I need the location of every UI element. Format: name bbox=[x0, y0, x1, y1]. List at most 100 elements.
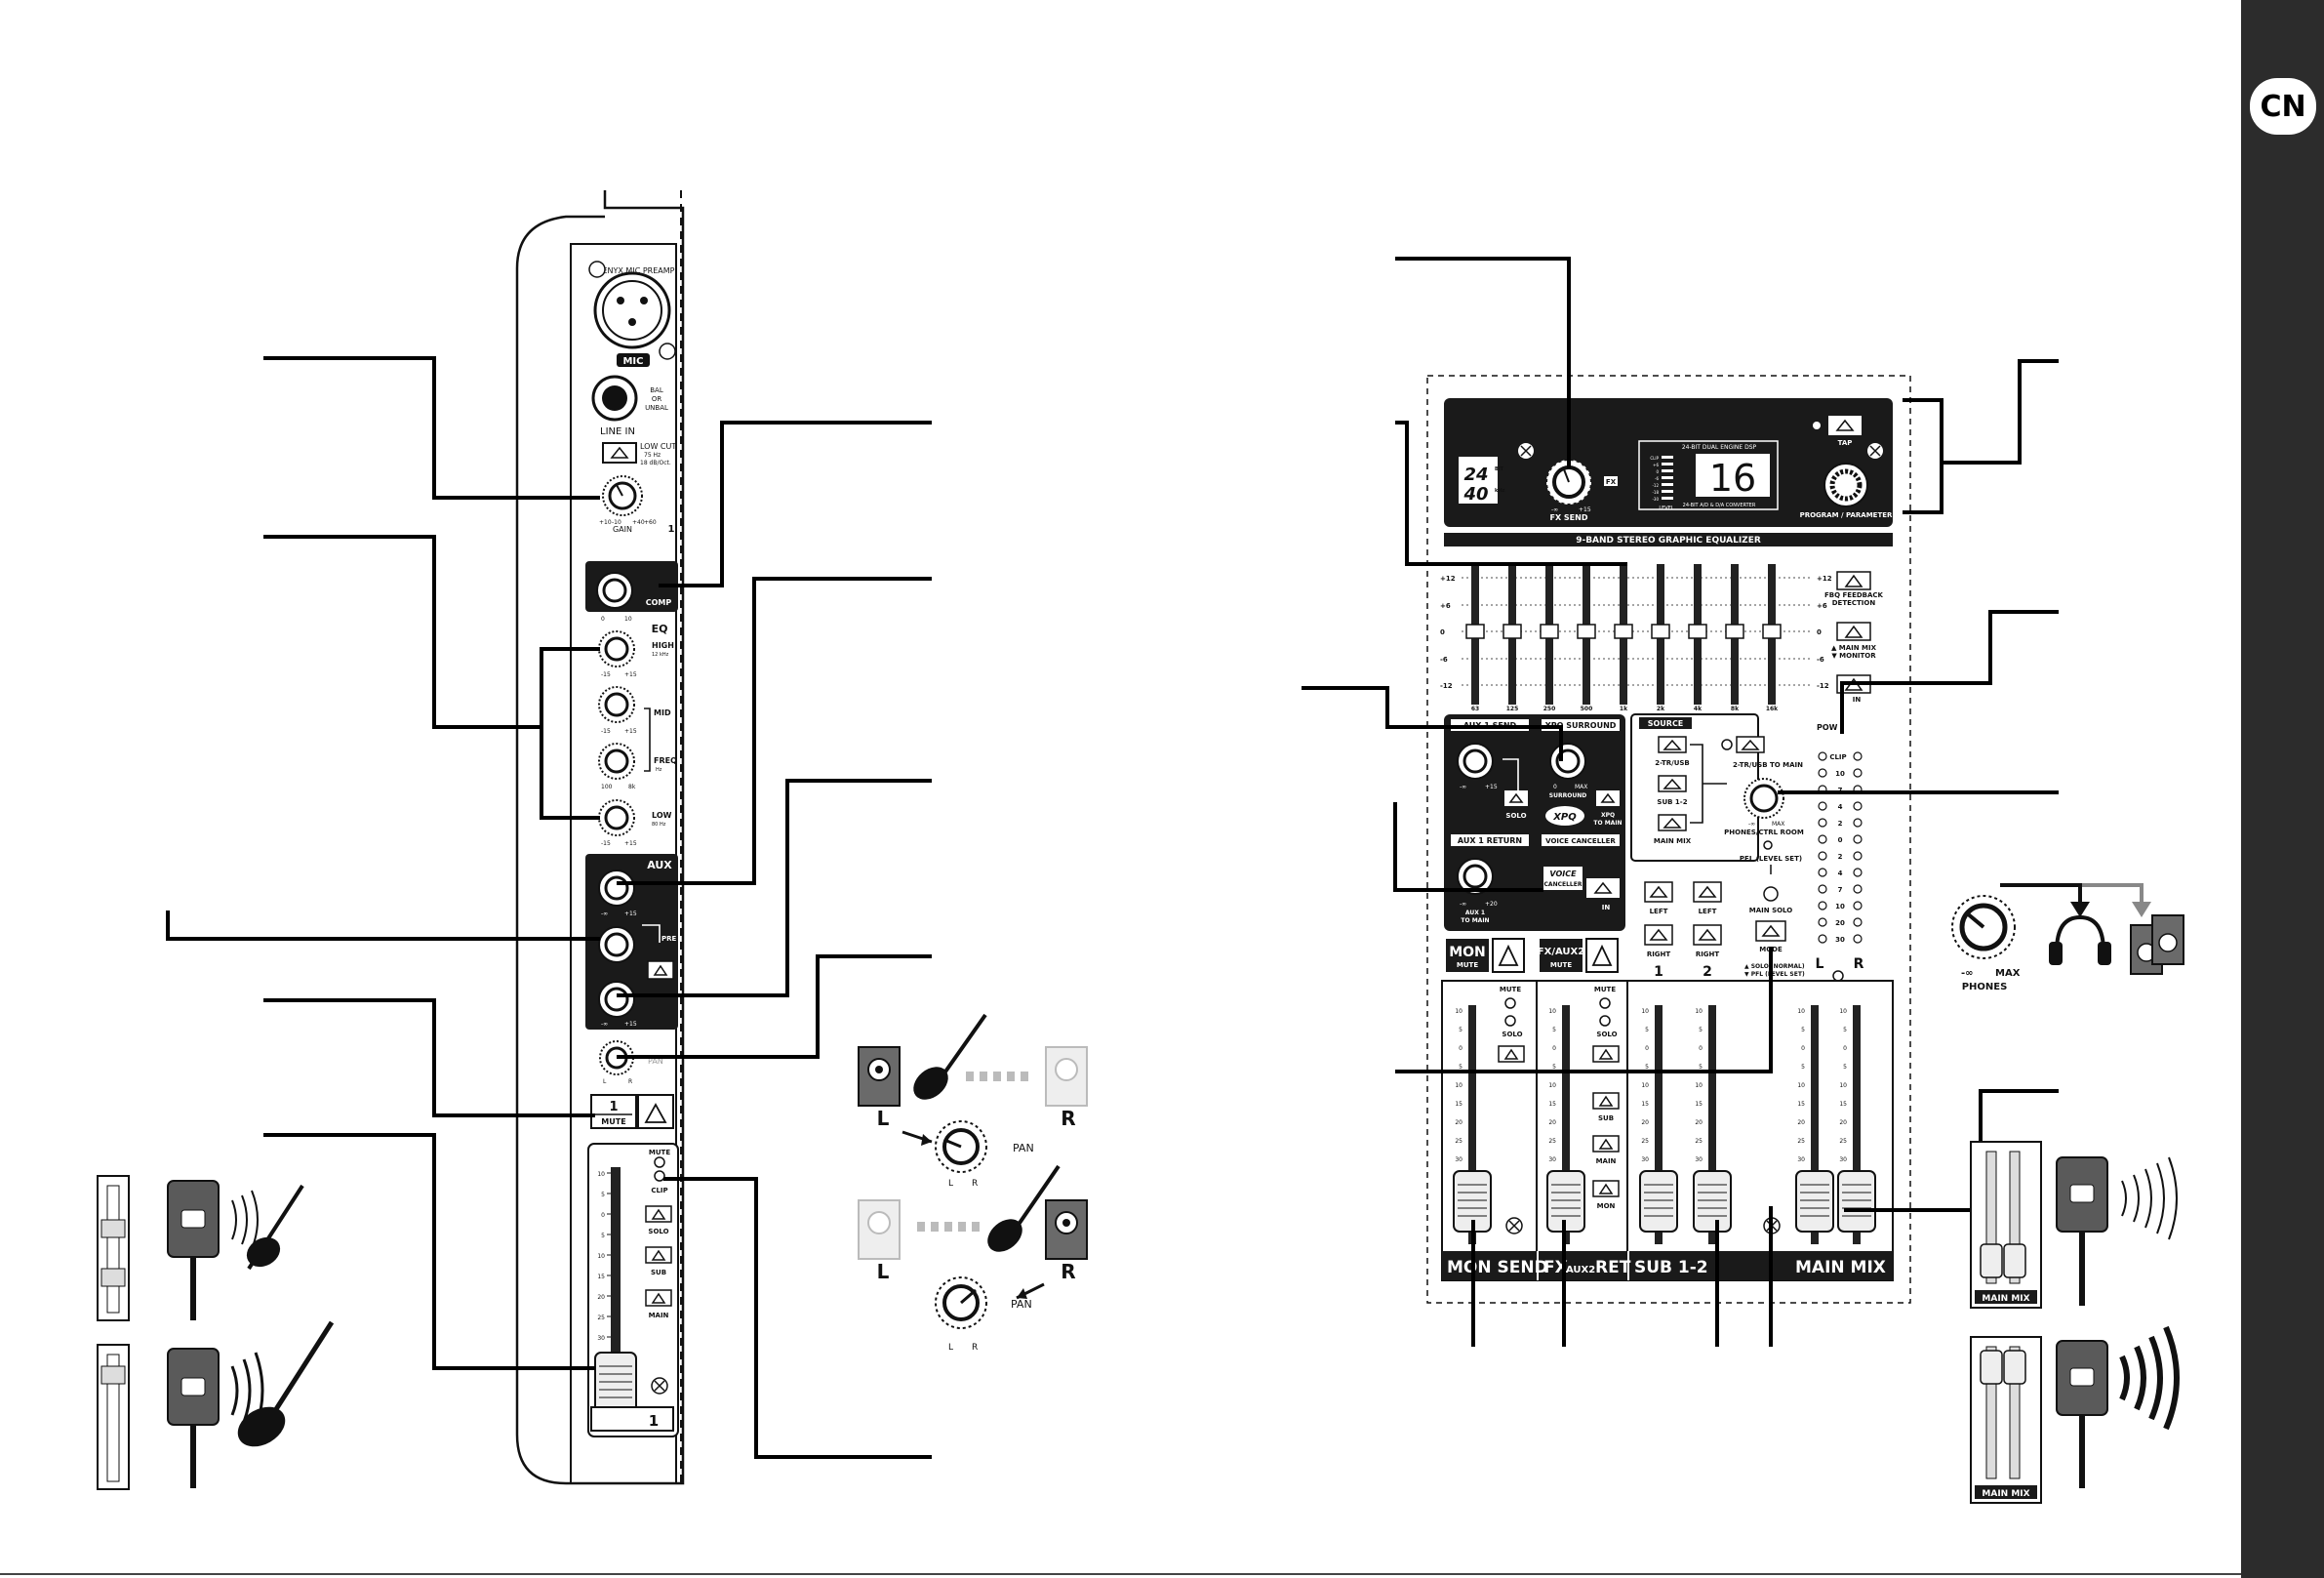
mid-label: MID bbox=[654, 708, 671, 717]
level-tick: -12 bbox=[1652, 483, 1659, 488]
mode-button[interactable] bbox=[1755, 920, 1786, 942]
meter-tick: 10 bbox=[1835, 903, 1845, 910]
geq-band-label: 1k bbox=[1620, 706, 1628, 712]
aux1-return-min: -∞ bbox=[1460, 901, 1466, 908]
bottom-fader-tick: 5 bbox=[1699, 1027, 1703, 1033]
fx-mute-button[interactable] bbox=[1585, 938, 1619, 973]
geq-band-fader[interactable] bbox=[1465, 624, 1485, 639]
bottom-fader-tick: 20 bbox=[1797, 1119, 1805, 1126]
fx-send-scale-max: +15 bbox=[1579, 506, 1591, 513]
fbq-button[interactable] bbox=[1836, 571, 1871, 590]
geq-band-label: 125 bbox=[1506, 706, 1519, 712]
aux2-scale-max: +15 bbox=[624, 1021, 637, 1028]
sub1-left-button[interactable] bbox=[1644, 881, 1673, 903]
fx-strip-solo: SOLO bbox=[1596, 1031, 1617, 1038]
meter-led bbox=[1853, 868, 1863, 877]
fx-mon-button[interactable] bbox=[1592, 1180, 1620, 1197]
bottom-fader-cap[interactable] bbox=[1693, 1170, 1732, 1233]
bottom-fader-tick: 10 bbox=[1797, 1008, 1805, 1015]
solo-button[interactable] bbox=[645, 1205, 672, 1223]
meter-led bbox=[1853, 818, 1863, 828]
fx-sub-button[interactable] bbox=[1592, 1092, 1620, 1110]
fx-main-button[interactable] bbox=[1592, 1135, 1620, 1153]
level-tick: -18 bbox=[1652, 490, 1659, 495]
geq-band-fader[interactable] bbox=[1614, 624, 1633, 639]
aux1-to-main-2: TO MAIN bbox=[1461, 917, 1489, 924]
bottom-fader-tick: 10 bbox=[1641, 1082, 1649, 1089]
geq-band-fader[interactable] bbox=[1540, 624, 1559, 639]
clip-label: CLIP bbox=[651, 1187, 667, 1194]
bottom-fader-tick: 25 bbox=[1839, 1138, 1847, 1145]
or-label: OR bbox=[652, 395, 662, 403]
unbal-label: UNBAL bbox=[645, 404, 668, 412]
mon-send-label: MON SEND bbox=[1447, 1258, 1548, 1277]
sub2-right-button[interactable] bbox=[1693, 924, 1722, 946]
aux1-scale-max: +15 bbox=[624, 910, 637, 917]
mon-solo-button[interactable] bbox=[1498, 1045, 1525, 1063]
bottom-fader-tick: 30 bbox=[1641, 1156, 1649, 1163]
mon-mute-button[interactable] bbox=[1492, 938, 1525, 973]
bottom-fader-tick: 5 bbox=[1645, 1027, 1649, 1033]
geq-band-fader[interactable] bbox=[1725, 624, 1744, 639]
meter-r-label: R bbox=[1854, 956, 1864, 972]
geq-band-label: 63 bbox=[1471, 706, 1479, 712]
sub1-number: 1 bbox=[1654, 964, 1663, 980]
bottom-fader-tick: 15 bbox=[1695, 1101, 1703, 1108]
aux1-return-label: AUX 1 RETURN bbox=[1458, 836, 1522, 845]
fx-send-label: FX SEND bbox=[1550, 513, 1588, 522]
page-rule bbox=[0, 1573, 2241, 1575]
freq-label: FREQ bbox=[654, 756, 677, 765]
pan-illus-right-1: R bbox=[1061, 1107, 1075, 1130]
low-cut-button[interactable] bbox=[602, 442, 637, 464]
sub-button[interactable] bbox=[645, 1246, 672, 1264]
bottom-fader-tick: 30 bbox=[1548, 1156, 1556, 1163]
aux1-solo-label: SOLO bbox=[1505, 812, 1526, 820]
bottom-fader-tick: 10 bbox=[1797, 1082, 1805, 1089]
xpq-to-main-button[interactable] bbox=[1596, 790, 1620, 806]
main-mix-illustration: MAIN MIX MAIN MIX bbox=[1970, 1141, 2180, 1504]
level-led bbox=[1662, 469, 1673, 472]
bottom-fader-track bbox=[1853, 1005, 1861, 1244]
bottom-fader-cap[interactable] bbox=[1837, 1170, 1876, 1233]
aux1-solo-button[interactable] bbox=[1504, 790, 1528, 806]
meter-tick: 2 bbox=[1838, 853, 1843, 861]
geq-band-fader[interactable] bbox=[1577, 624, 1596, 639]
main-mix-monitor-button[interactable] bbox=[1836, 622, 1871, 641]
geq-band-fader[interactable] bbox=[1651, 624, 1670, 639]
sub2-left-button[interactable] bbox=[1693, 881, 1722, 903]
channel-number-mute: 1 bbox=[609, 1100, 618, 1114]
geq-band-fader[interactable] bbox=[1503, 624, 1522, 639]
low-scale-min: -15 bbox=[601, 840, 611, 847]
bottom-fader-tick: 5 bbox=[1699, 1064, 1703, 1071]
geq-scale-left: +12 bbox=[1440, 575, 1456, 583]
bottom-fader-tick: 30 bbox=[1797, 1156, 1805, 1163]
fx-solo-button[interactable] bbox=[1592, 1045, 1620, 1063]
tap-label: TAP bbox=[1838, 439, 1853, 447]
bottom-fader-cap[interactable] bbox=[1639, 1170, 1678, 1233]
meter-tick: 0 bbox=[1838, 836, 1843, 844]
geq-band-fader[interactable] bbox=[1688, 624, 1707, 639]
fader-scale-tick: 25 bbox=[597, 1315, 605, 1321]
meter-tick: 10 bbox=[1835, 770, 1845, 778]
sub1-right-button[interactable] bbox=[1644, 924, 1673, 946]
meter-led bbox=[1853, 884, 1863, 894]
tap-button[interactable] bbox=[1828, 416, 1862, 435]
channel-fader[interactable] bbox=[594, 1352, 637, 1416]
geq-band-label: 16k bbox=[1766, 706, 1779, 712]
fx-mute-label: MUTE bbox=[1550, 961, 1572, 969]
language-badge[interactable]: CN bbox=[2250, 78, 2316, 135]
bottom-fader-tick: 15 bbox=[1641, 1101, 1649, 1108]
pre-button[interactable] bbox=[647, 960, 674, 980]
meter-tick: 7 bbox=[1838, 886, 1843, 894]
bottom-fader-track bbox=[1468, 1005, 1476, 1244]
aux2-bottom-label: AUX2 bbox=[1566, 1265, 1595, 1275]
fx-send-scale-min: -∞ bbox=[1551, 506, 1558, 513]
voice-logo: VOICE bbox=[1549, 870, 1577, 878]
mode-opt-1: ▲ SOLO (NORMAL) bbox=[1744, 963, 1805, 970]
main-button[interactable] bbox=[645, 1289, 672, 1307]
voice-canceller-in-button[interactable] bbox=[1586, 878, 1620, 898]
meter-led bbox=[1818, 801, 1827, 811]
bottom-fader-cap[interactable] bbox=[1795, 1170, 1834, 1233]
fader-scale-tick: 10 bbox=[597, 1253, 605, 1260]
geq-band-fader[interactable] bbox=[1762, 624, 1782, 639]
